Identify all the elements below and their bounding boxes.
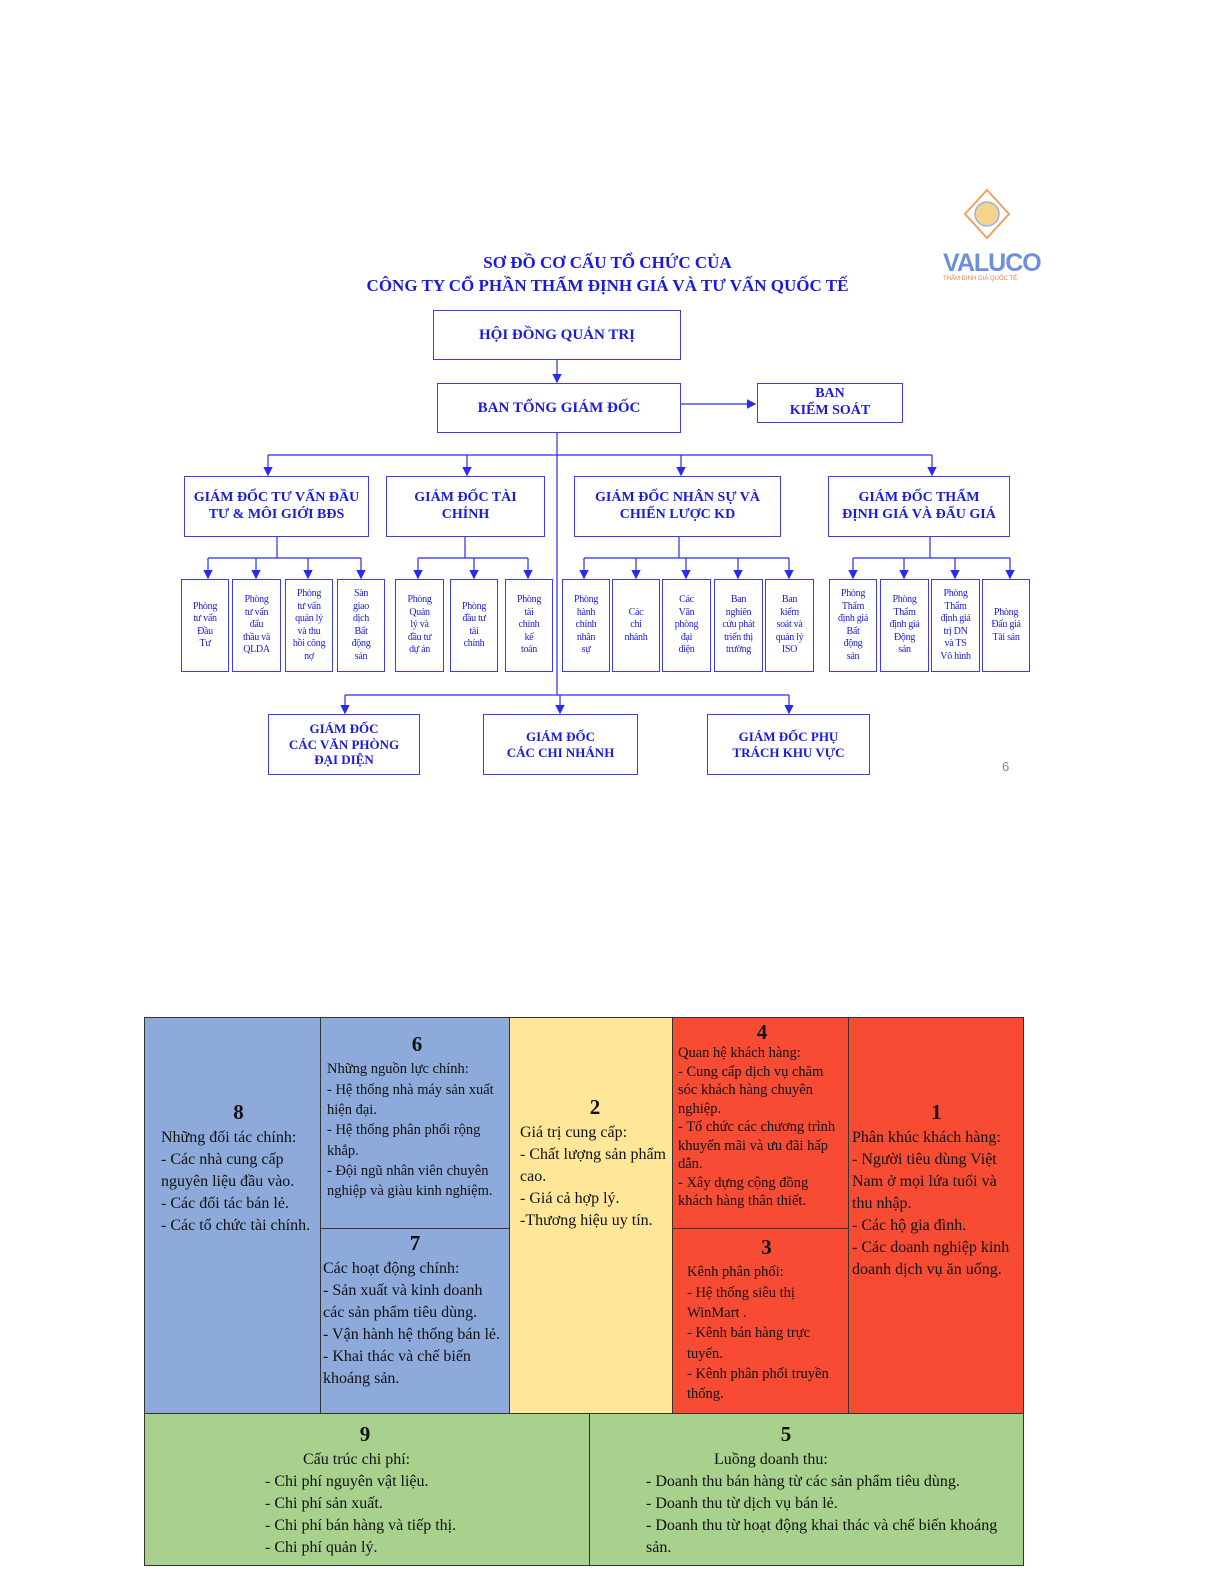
cell-number: 9	[359, 1422, 371, 1446]
department-box: Các chi nhánh	[612, 579, 660, 672]
cell-text: Những nguồn lực chính: - Hệ thống nhà má…	[327, 1061, 494, 1200]
cell-number: 5	[780, 1422, 792, 1446]
department-box: Phòng Đấu giá Tài sản	[982, 579, 1030, 672]
page-number: 6	[1002, 759, 1010, 774]
cell-text: Quan hệ khách hàng: - Cung cấp dịch vụ c…	[678, 1045, 836, 1210]
cell-number: 3	[761, 1235, 772, 1259]
cell-text: - Chi phí nguyên vật liệu. - Chi phí sản…	[265, 1473, 457, 1557]
logo-tagline: THẨM ĐỊNH GIÁ QUỐC TẾ	[943, 276, 1018, 282]
department-box: Ban nghiên cứu phát triển thị trường	[714, 579, 763, 672]
department-box: Các Văn phòng đại diện	[662, 579, 711, 672]
department-box: Phòng tư vấn Đầu Tư	[181, 579, 229, 672]
department-box: Phòng Thẩm định giá trị DN và TS Vô hình	[931, 579, 980, 672]
cell-text: - Doanh thu bán hàng từ các sản phẩm tiê…	[646, 1473, 998, 1557]
cell-number: 7	[409, 1231, 421, 1255]
department-box: Phòng Thẩm định giá Động sản	[880, 579, 929, 672]
regional-director-box: GIÁM ĐỐC CÁC VĂN PHÒNG ĐẠI DIỆN	[268, 714, 420, 775]
board-of-directors-box: HỘI ĐỒNG QUẢN TRỊ	[433, 310, 681, 360]
regional-director-box: GIÁM ĐỐC PHỤ TRÁCH KHU VỰC	[707, 714, 870, 775]
cell-title: Cấu trúc chi phí:	[303, 1450, 411, 1468]
cell-text: Các hoạt động chính: - Sản xuất và kinh …	[323, 1259, 500, 1388]
department-box: Phòng đầu tư tài chính	[450, 579, 498, 672]
org-connectors	[203, 360, 1015, 715]
department-box: Sàn giao dịch Bất động sản	[337, 579, 385, 672]
cell-text: Những đối tác chính: - Các nhà cung cấp …	[161, 1128, 311, 1235]
department-box: Ban kiểm soát và quản lý ISO	[765, 579, 814, 672]
department-box: Phòng hành chính nhân sự	[562, 579, 610, 672]
valuco-logo: VALUCO THẨM ĐỊNH GIÁ QUỐC TẾ	[935, 186, 1042, 282]
cell-text: Giá trị cung cấp: - Chất lượng sản phẩm …	[520, 1123, 666, 1230]
cell-number: 1	[931, 1100, 942, 1124]
department-box: Phòng Quản lý và đầu tư dự án	[395, 579, 444, 672]
department-box: Phòng tư vấn đấu thầu và QLDA	[232, 579, 281, 672]
ceo-board-box: BAN TỔNG GIÁM ĐỐC	[437, 383, 681, 433]
director-box: GIÁM ĐỐC THẨM ĐỊNH GIÁ VÀ ĐẤU GIÁ	[828, 476, 1010, 537]
department-box: Phòng tài chính kế toán	[505, 579, 553, 672]
chart-title-line1: SƠ ĐỒ CƠ CẤU TỔ CHỨC CỦA	[483, 253, 732, 272]
logo-wordmark: VALUCO	[943, 249, 1042, 277]
cell-number: 4	[756, 1020, 768, 1044]
cell-number: 8	[233, 1100, 244, 1124]
control-board-box: BAN KIỂM SOÁT	[757, 383, 903, 423]
cell-title: Luồng doanh thu:	[714, 1450, 828, 1468]
chart-title-line2: CÔNG TY CỔ PHẦN THẨM ĐỊNH GIÁ VÀ TƯ VẤN …	[366, 276, 849, 295]
regional-director-box: GIÁM ĐỐC CÁC CHI NHÁNH	[483, 714, 638, 775]
department-box: Phòng Thẩm định giá Bất động sản	[829, 579, 877, 672]
director-box: GIÁM ĐỐC TƯ VẤN ĐẦU TƯ & MÔI GIỚI BĐS	[184, 476, 369, 537]
department-box: Phòng tư vấn quản lý và thu hồi công nợ	[285, 579, 333, 672]
cell-text: Phân khúc khách hàng: - Người tiêu dùng …	[852, 1128, 1010, 1279]
cell-number: 2	[589, 1095, 601, 1119]
globe-diamond-icon	[963, 188, 1011, 240]
cell-number: 6	[411, 1032, 423, 1056]
director-box: GIÁM ĐỐC TÀI CHÍNH	[386, 476, 545, 537]
director-box: GIÁM ĐỐC NHÂN SỰ VÀ CHIẾN LƯỢC KD	[574, 476, 781, 537]
cell-text: Kênh phân phối: - Hệ thống siêu thị WinM…	[687, 1264, 829, 1403]
